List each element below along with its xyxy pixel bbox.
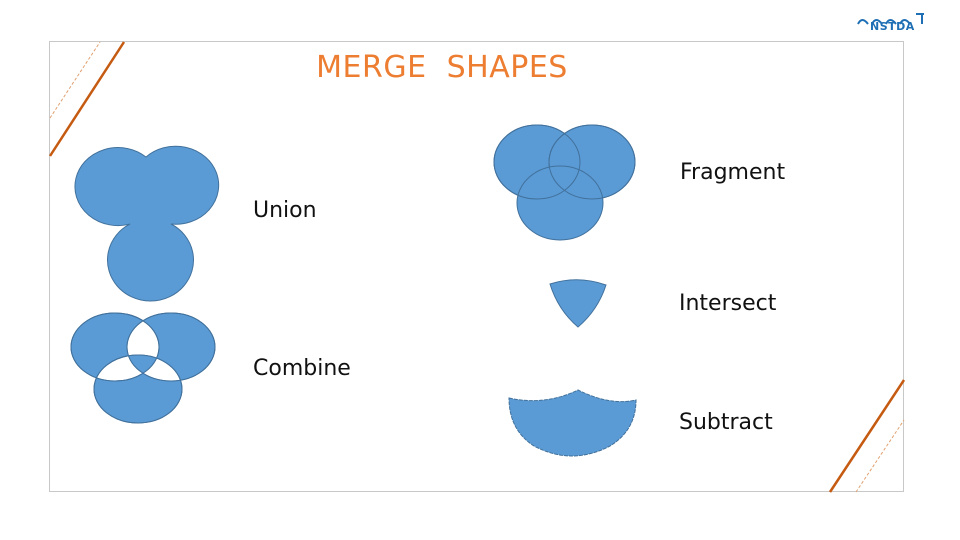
slide-frame — [49, 41, 904, 492]
union-label: Union — [253, 198, 317, 223]
subtract-label: Subtract — [679, 410, 773, 435]
fragment-shape — [493, 124, 636, 241]
fragment-label: Fragment — [680, 160, 786, 185]
combine-shape — [70, 312, 216, 424]
intersect-shape — [549, 279, 607, 328]
slide-title: MERGE SHAPES — [316, 50, 568, 85]
logo-text: NSTDA — [870, 20, 915, 33]
subtract-shape — [508, 389, 637, 457]
bottom-right-accent-lines — [828, 379, 906, 493]
nstda-logo-icon — [857, 13, 924, 25]
top-left-accent-lines — [48, 41, 126, 157]
intersect-label: Intersect — [679, 291, 777, 316]
combine-label: Combine — [253, 356, 351, 381]
union-shape — [74, 145, 220, 302]
